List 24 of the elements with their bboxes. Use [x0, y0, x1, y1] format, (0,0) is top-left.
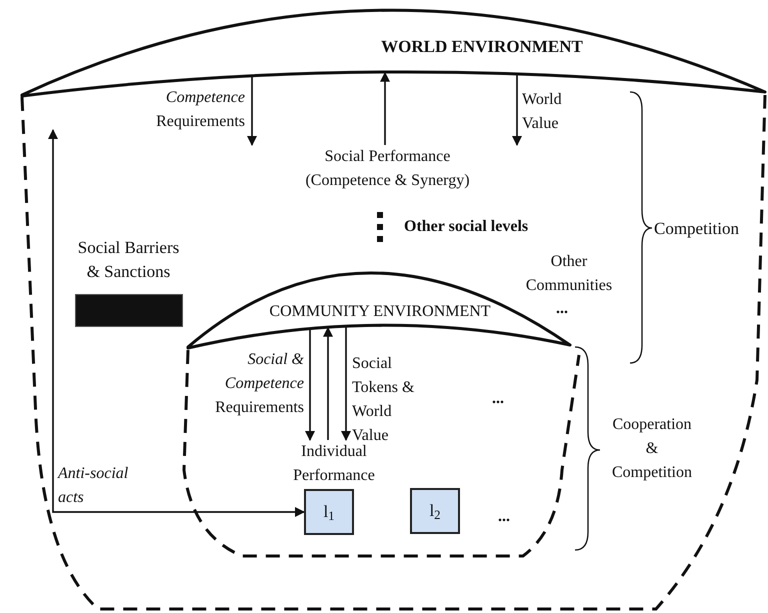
environment-title: COMMUNITY ENVIRONMENT [268, 302, 492, 322]
annotation-text: Other Communities [524, 252, 614, 296]
edge-label: Anti-social acts [58, 464, 130, 508]
arrow [341, 326, 351, 441]
annotation-text: ... [498, 507, 510, 527]
individual-box: l$_{1}$ [304, 489, 354, 535]
annotation-text: ... [492, 389, 504, 409]
annotation-text: ... [556, 299, 568, 319]
edge-label: World Value [522, 90, 563, 134]
arrow [380, 72, 390, 145]
arrow [512, 74, 522, 146]
arrow [305, 329, 315, 441]
annotation-text: Cooperation & Competition [611, 415, 693, 483]
arrow [323, 326, 333, 440]
performance-text: Social Performance (Competence & Synergy) [245, 145, 530, 197]
annotation-text: Other social levels [404, 217, 528, 237]
bar-label: Social Barriers & Sanctions [76, 237, 180, 283]
edge-label: Social & Competence Requirements [214, 350, 304, 418]
individual-box: l$_{2}$ [410, 488, 460, 534]
edge-label: Competence Requirements [155, 88, 245, 132]
annotation-text: Competition [654, 218, 739, 240]
arrow [48, 129, 305, 517]
environment-title: WORLD ENVIRONMENT [380, 36, 584, 58]
arrow [247, 76, 257, 146]
